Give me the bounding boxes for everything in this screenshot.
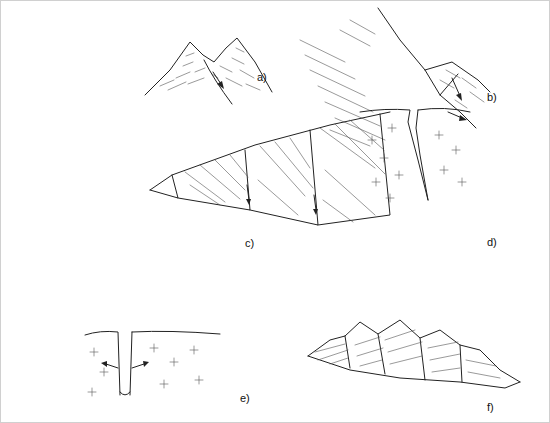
figure-letter: b) [487,92,497,103]
figure-letter: a) [257,72,267,83]
figure-letter: d) [487,237,497,248]
figure-letter: f) [487,402,494,413]
sketch-c [150,112,390,225]
sketch-a [145,38,272,104]
figure-letter: e) [240,393,250,404]
sketch-f [308,320,520,388]
sketch-d [360,108,470,202]
figure-letter: c) [245,238,254,249]
sketch-e [85,331,220,396]
